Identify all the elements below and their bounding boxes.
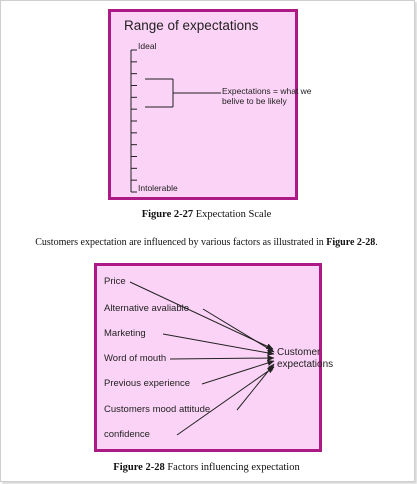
factor-arrow [176, 366, 275, 436]
ideal-label: Ideal [138, 41, 157, 51]
figure-1-number: Figure 2-27 [141, 209, 194, 220]
factor-arrow [201, 360, 275, 385]
factor-arrow [202, 308, 275, 353]
result-line2: expectations [277, 359, 334, 370]
factor-arrow [169, 355, 275, 362]
figure-title: Range of expectations [124, 18, 259, 33]
factor-item: Marketing [104, 328, 146, 339]
expectation-note: Expectations = what we belive to be like… [222, 86, 312, 106]
scale-lines [130, 49, 221, 193]
figure-2-number: Figure 2-28 [113, 462, 165, 473]
paragraph-figure-ref: Figure 2-28 [326, 237, 376, 248]
expectation-note-line1: Expectations = what we [222, 86, 312, 96]
factor-item: Word of mouth [104, 353, 167, 364]
figure-1-caption: Figure 2-27 Expectation Scale [0, 209, 413, 220]
paragraph-end: . [375, 237, 378, 248]
customer-expectations-label: Customer expectations [277, 347, 333, 371]
expectation-note-line2: belive to be likely [222, 96, 287, 106]
factor-arrow [162, 333, 275, 356]
factor-item: confidence [104, 429, 150, 440]
factor-item: Alternative avaliable [104, 303, 190, 314]
factor-arrows [129, 281, 275, 436]
factor-item: Price [104, 276, 126, 287]
result-line1: Customer [277, 347, 321, 358]
body-paragraph: Customers expectation are influenced by … [0, 237, 413, 248]
intolerable-label: Intolerable [138, 183, 178, 193]
factor-item: Previous experience [104, 378, 191, 389]
figure-1-caption-text: Expectation Scale [193, 209, 272, 220]
figure-2-caption: Figure 2-28 Factors influencing expectat… [0, 462, 413, 473]
expectation-scale-figure: Range of expectations Ideal Intolerable … [108, 9, 312, 200]
paragraph-text: Customers expectation are influenced by … [35, 237, 327, 248]
figure-2-caption-text: Factors influencing expectation [164, 462, 300, 473]
factor-item: Customers mood attitude [104, 404, 211, 415]
factor-arrow [129, 281, 274, 350]
